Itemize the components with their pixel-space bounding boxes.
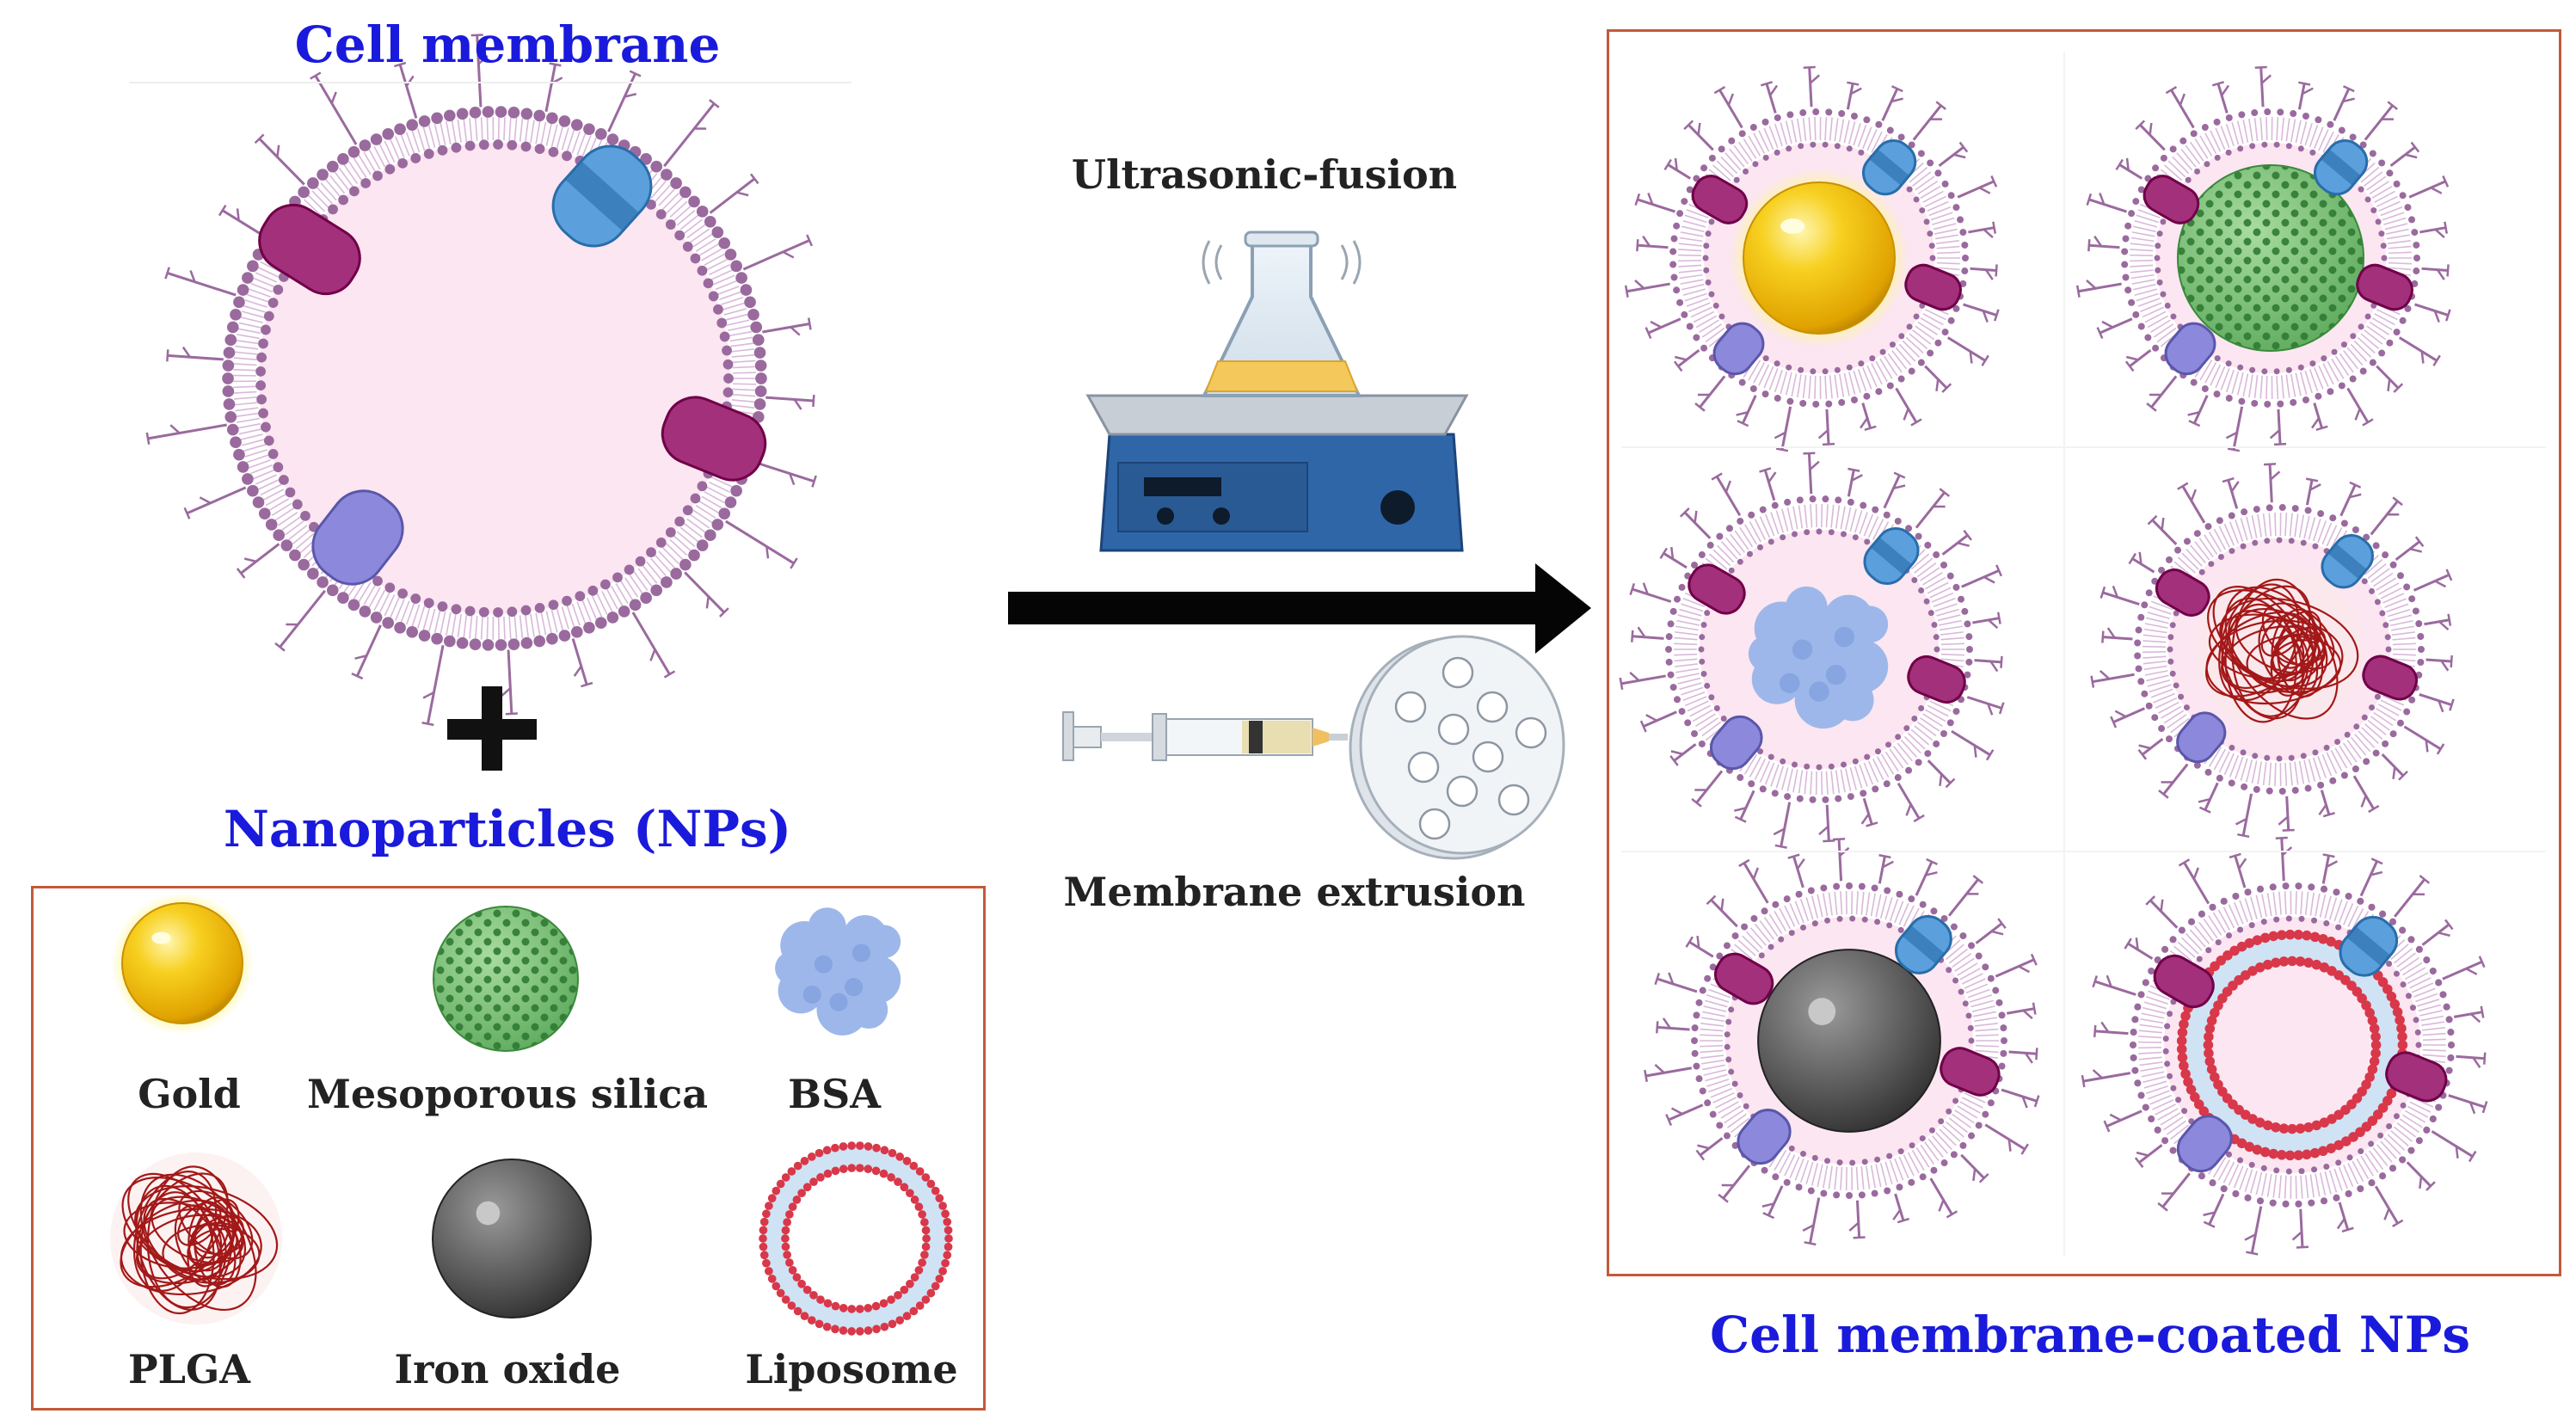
coated-core-iron (1757, 949, 1941, 1133)
coated-protein-magenta-a (2153, 954, 2215, 1009)
coated-protein-violet (1737, 1109, 1792, 1165)
coated-protein-blue (1861, 138, 1917, 196)
coated-protein-blue (1895, 914, 1952, 974)
coated-protein-magenta-b (1904, 263, 1962, 311)
plus-icon (447, 686, 537, 771)
coated-np-gold (1624, 65, 2000, 452)
coated-protein-violet (2164, 322, 2216, 376)
np-label-bsa: BSA (788, 1071, 881, 1117)
coated-protein-magenta-b (1907, 655, 1966, 704)
coated-protein-magenta-a (2155, 569, 2210, 617)
nanoparticles-title: Nanoparticles (NPs) (223, 800, 792, 858)
gold-sphere-icon (111, 892, 254, 1035)
coated-protein-magenta-a (1691, 175, 1749, 224)
np-label-iron-oxide: Iron oxide (394, 1346, 621, 1392)
coated-protein-magenta-a (1688, 563, 1746, 615)
np-label-gold: Gold (138, 1071, 241, 1117)
plga-polymer-icon (110, 1152, 282, 1325)
nanoparticle-types-box (31, 886, 986, 1411)
coated-protein-magenta-a (2143, 175, 2200, 224)
coated-protein-magenta-b (2385, 1051, 2448, 1103)
mesoporous-silica-sphere-icon (433, 906, 579, 1052)
filter-membrane-icon (1349, 635, 1565, 860)
coated-core-bsa (1748, 586, 1889, 729)
coated-protein-blue (2339, 915, 2399, 977)
coated-protein-magenta-b (2356, 263, 2413, 311)
ultrasonic-stirrer-icon (1085, 230, 1469, 552)
coated-core-plga (2195, 565, 2364, 734)
coated-protein-blue (2321, 534, 2374, 589)
coated-protein-magenta-a (1713, 952, 1774, 1005)
ultrasonic-fusion-label: Ultrasonic-fusion (1071, 151, 1458, 198)
coated-np-iron (1644, 838, 2040, 1246)
np-label-plga: PLGA (128, 1346, 250, 1392)
membrane-protein-magenta-2 (661, 396, 767, 482)
np-label-mesoporous-silica: Mesoporous silica (306, 1071, 709, 1117)
np-label-liposome: Liposome (745, 1346, 958, 1392)
coated-protein-violet (2176, 711, 2227, 764)
coated-nps-box (1607, 29, 2561, 1276)
coated-np-bsa (1619, 452, 2005, 849)
iron-oxide-sphere-icon (432, 1159, 592, 1318)
cell-membrane-title: Cell membrane (294, 15, 721, 74)
coated-np-liposome (2081, 836, 2488, 1256)
cell-membrane-vesicle (145, 34, 817, 727)
coated-protein-magenta-b (2362, 655, 2419, 701)
membrane-protein-magenta-1 (258, 203, 361, 296)
coated-protein-magenta-b (1940, 1047, 2001, 1097)
syringe-icon (1062, 711, 1348, 761)
coated-protein-blue (2313, 138, 2369, 196)
membrane-protein-violet (311, 489, 404, 586)
coated-np-plga (2090, 463, 2455, 839)
coated-protein-violet (1709, 715, 1763, 771)
coated-protein-violet (1712, 322, 1765, 376)
coated-nps-title: Cell membrane-coated NPs (1709, 1306, 2471, 1364)
bsa-protein-icon (775, 907, 901, 1036)
coated-protein-violet (2176, 1115, 2233, 1173)
coated-core-gold (1730, 169, 1909, 347)
membrane-extrusion-label: Membrane extrusion (1063, 869, 1526, 915)
coated-np-silica (2075, 65, 2451, 452)
coated-core-silica (2177, 164, 2364, 352)
coated-protein-blue (1863, 526, 1920, 586)
liposome-icon (759, 1141, 953, 1336)
process-arrow (1008, 563, 1591, 654)
membrane-protein-blue-channel (551, 144, 653, 248)
